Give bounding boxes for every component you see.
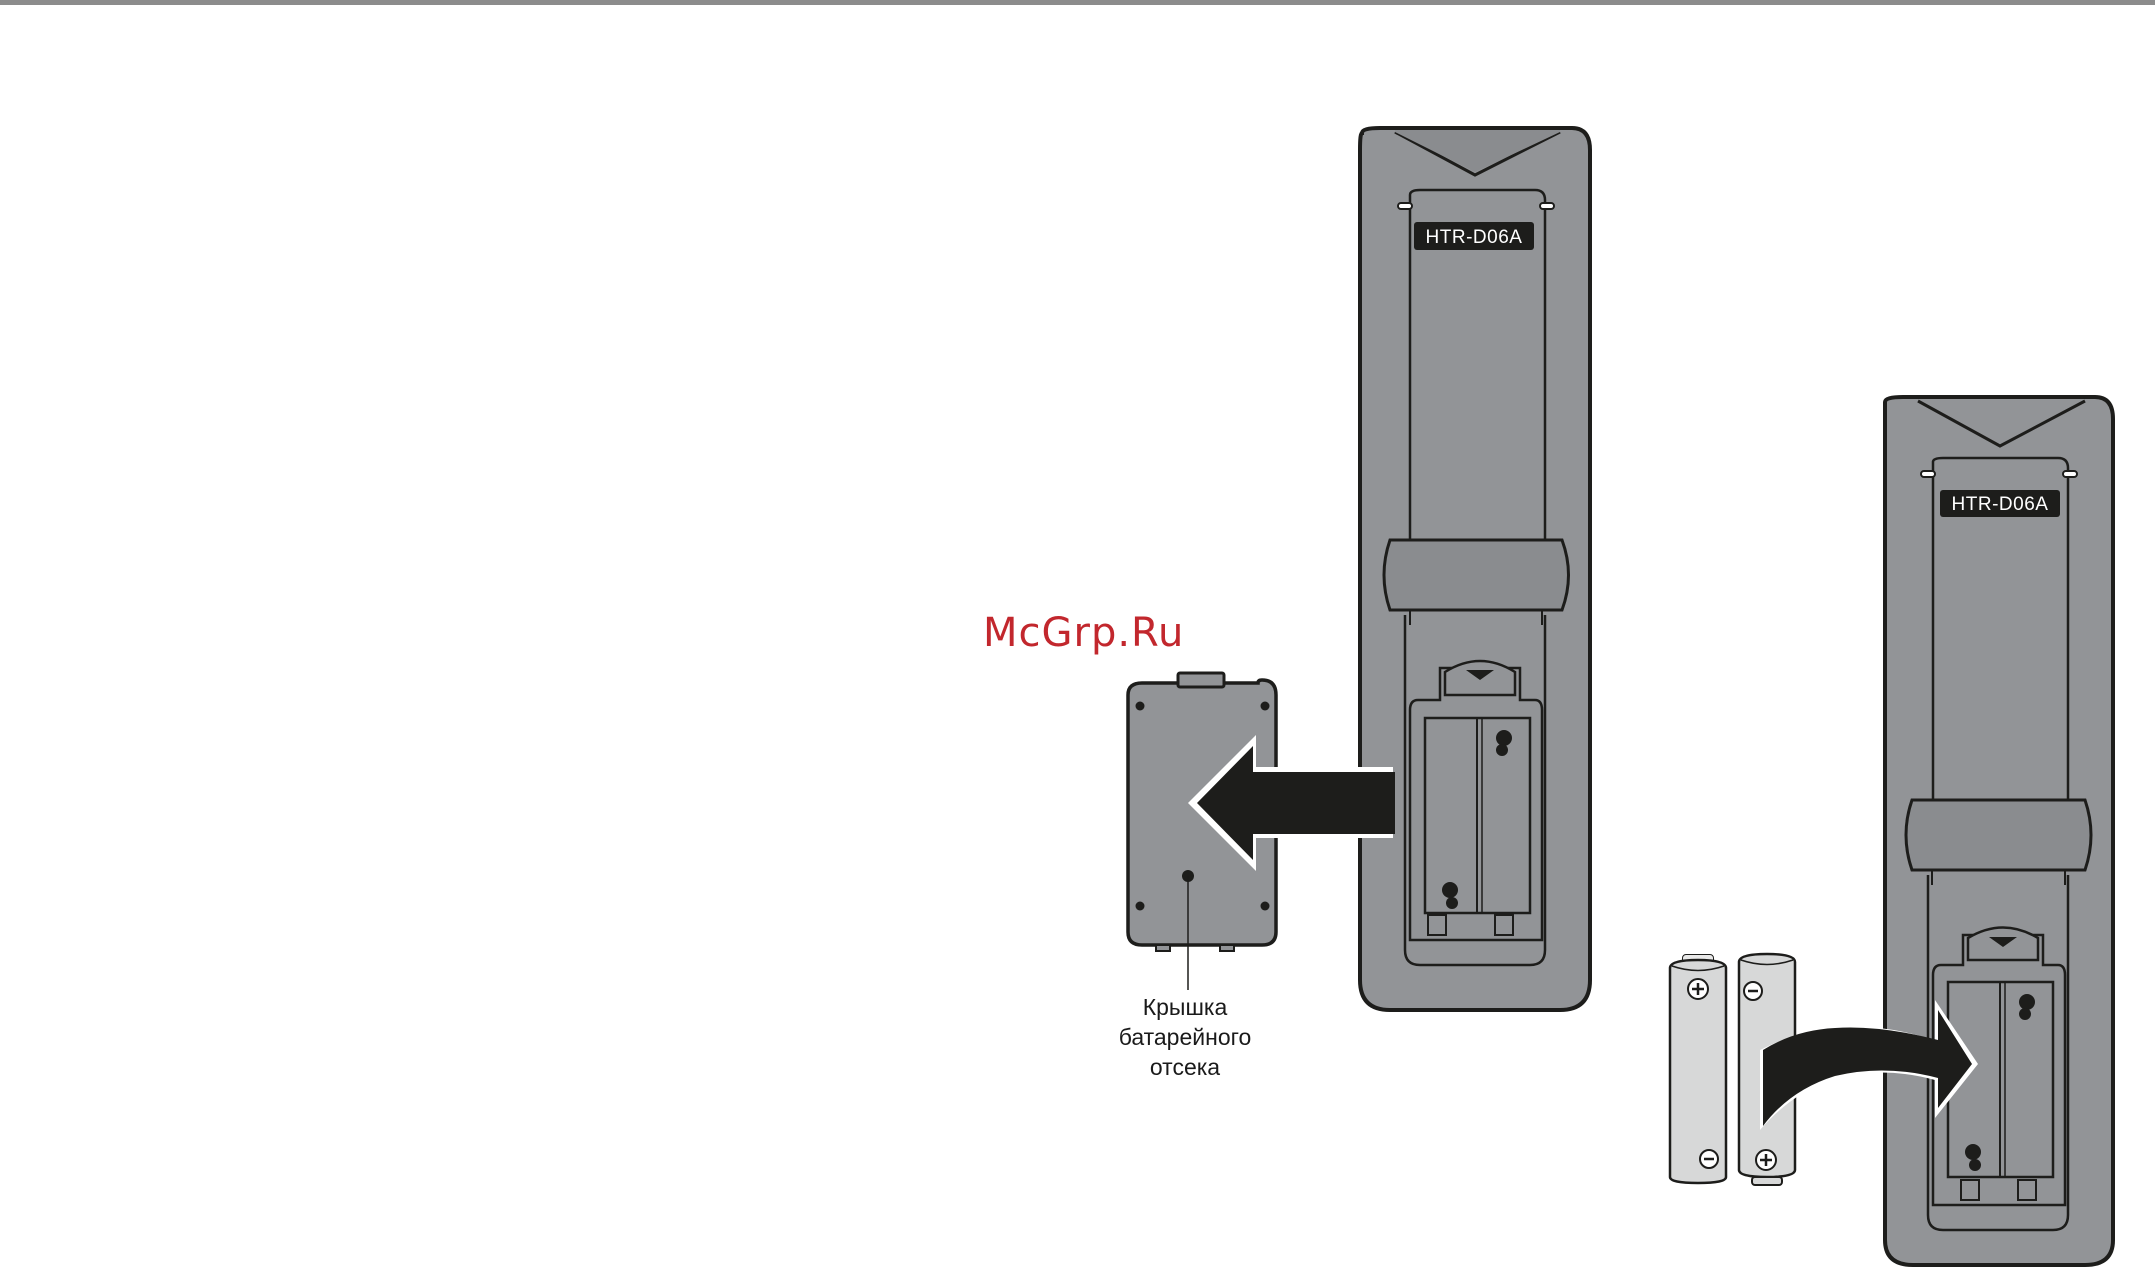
- caption-line-3: отсека: [1085, 1052, 1285, 1082]
- model-label-right: HTR-D06A: [1952, 494, 2049, 515]
- remote-right: HTR-D06A: [1885, 397, 2113, 1265]
- battery-cover-caption: Крышка батарейного отсека: [1085, 992, 1285, 1082]
- caption-line-2: батарейного: [1085, 1022, 1285, 1052]
- battery-plus-icon: [1688, 979, 1708, 999]
- watermark: McGrp.Ru: [983, 610, 1184, 656]
- battery-minus-icon: [1744, 982, 1762, 1000]
- battery-left: [1670, 955, 1726, 1183]
- remote-left: HTR-D06A: [1360, 128, 1590, 1010]
- model-label-left: HTR-D06A: [1426, 227, 1523, 248]
- battery-minus-icon: [1700, 1150, 1718, 1168]
- battery-plus-icon: [1756, 1150, 1776, 1170]
- caption-line-1: Крышка: [1085, 992, 1285, 1022]
